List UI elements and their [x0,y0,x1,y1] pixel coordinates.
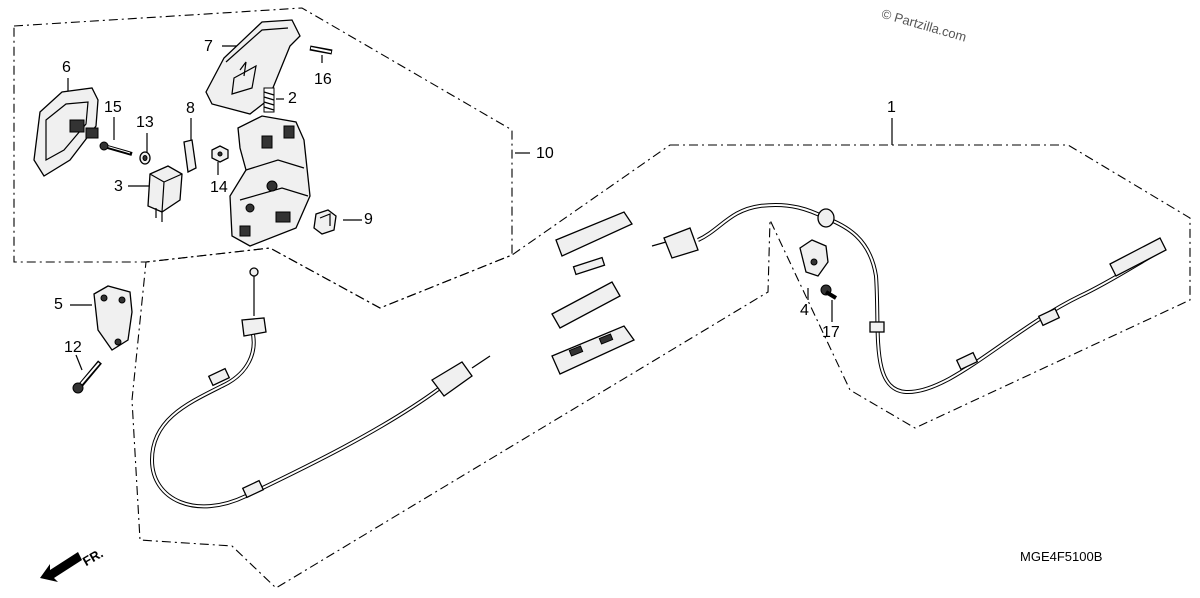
leader-lines [67,45,893,371]
part-7-lever [205,19,301,115]
callout-12: 12 [64,339,82,356]
right-cable [651,202,1167,395]
part-4-clamp [799,239,829,277]
group-outline-1 [131,144,1191,589]
left-cable [149,267,491,509]
part-8-plate [183,139,197,173]
callout-7: 7 [204,38,213,55]
part-15-screw [99,141,133,156]
part-2-spring [263,87,275,113]
part-6-housing [33,87,99,177]
callout-3: 3 [114,178,123,195]
part-5-bracket [93,285,133,351]
part-13-washer [139,151,151,165]
part-3-switch [147,165,183,222]
callout-13: 13 [136,114,154,131]
callout-14: 14 [210,179,228,196]
cable-splitter-parts [551,211,635,375]
callout-1: 1 [887,99,896,116]
callout-6: 6 [62,59,71,76]
part-17-bolt [820,284,838,300]
callout-17: 17 [822,324,840,341]
callout-16: 16 [314,71,332,88]
callout-8: 8 [186,100,195,117]
callout-4: 4 [800,302,809,319]
callout-10: 10 [536,145,554,162]
lever-housing [229,115,311,247]
part-12-bolt [72,360,102,394]
part-16-pin [309,45,333,55]
callout-9: 9 [364,211,373,228]
front-direction-arrow-icon [40,552,82,582]
part-9-clip [313,209,337,235]
callout-2: 2 [288,90,297,107]
diagram-code: MGE4F5100B [1020,549,1103,564]
callout-15: 15 [104,99,122,116]
callout-5: 5 [54,296,63,313]
part-14-nut [211,145,229,163]
